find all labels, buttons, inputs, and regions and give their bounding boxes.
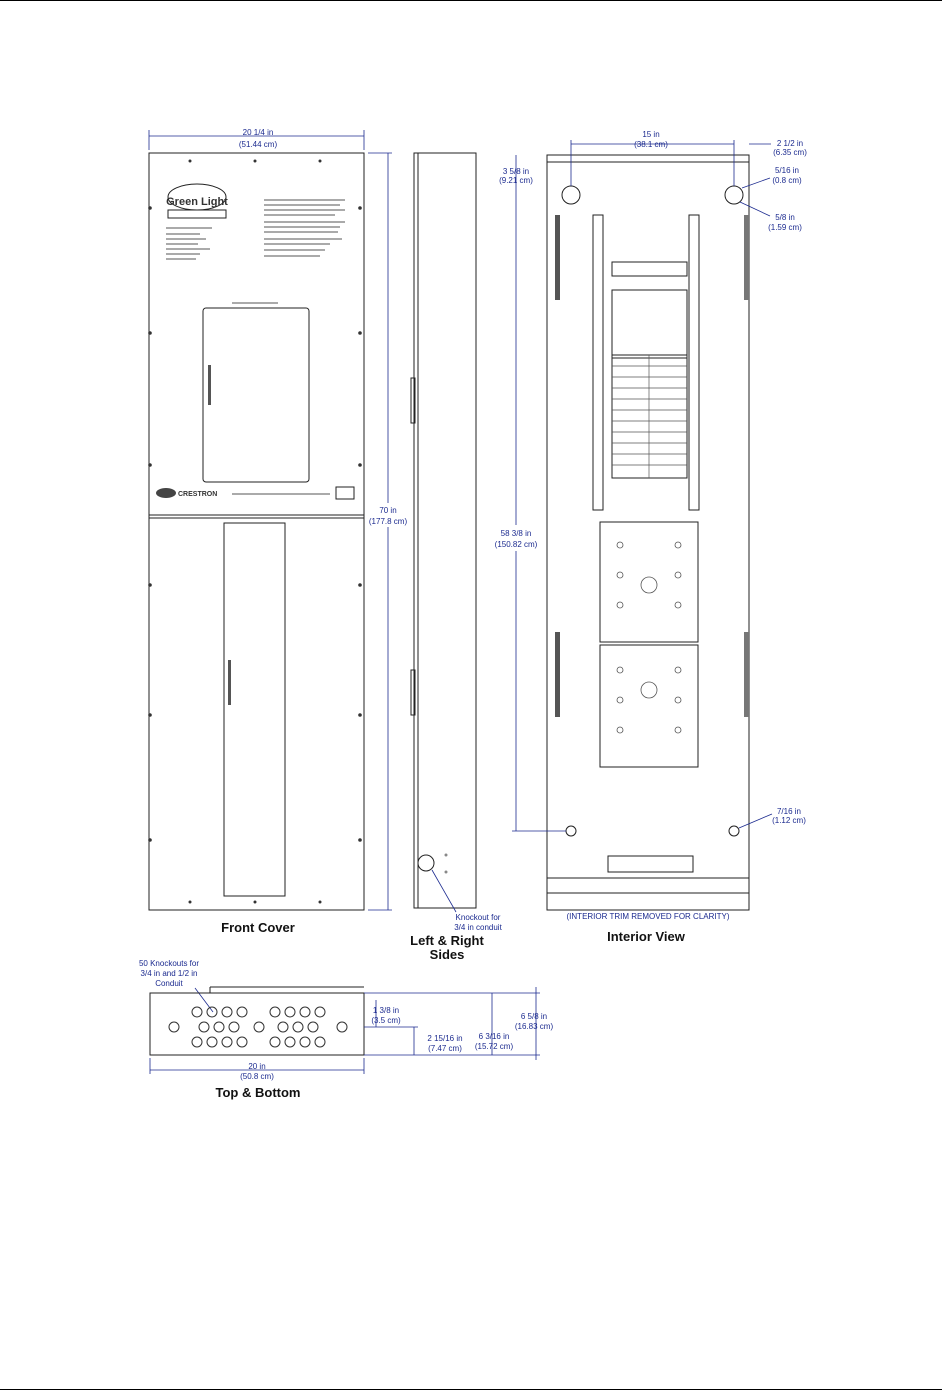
tb-dim-3: 6 3/16 in	[479, 1032, 510, 1041]
brand-text: CRESTRON	[178, 491, 217, 498]
interior-view: 15 in (38.1 cm) 2 1/2 in (6.35 cm) 3 5/8…	[486, 130, 807, 944]
knockouts-note-2: 3/4 in and 1/2 in	[141, 969, 198, 978]
front-height-dim-cm: (177.8 cm)	[369, 517, 408, 526]
knockouts-note: 50 Knockouts for	[139, 959, 199, 968]
interior-trim-note: (INTERIOR TRIM REMOVED FOR CLARITY)	[567, 912, 730, 921]
green-light-logo: Green Light	[166, 196, 228, 208]
header-rule	[0, 0, 942, 1]
front-cover-view: 20 1/4 in (51.44 cm) Green Light CRESTRO…	[148, 128, 413, 935]
interior-top-dim-cm: (38.1 cm)	[634, 140, 668, 149]
sides-view: Knockout for 3/4 in conduit Left & Right…	[410, 152, 503, 962]
tb-dim-2-cm: (7.47 cm)	[428, 1044, 462, 1053]
tb-dim-4: 6 5/8 in	[521, 1012, 547, 1021]
front-cover-caption: Front Cover	[221, 920, 295, 935]
interior-top-dim: 15 in	[642, 130, 659, 139]
tb-dim-1-cm: (3.5 cm)	[371, 1016, 401, 1025]
footer-rule	[0, 1389, 942, 1390]
side-knockout-note-2: 3/4 in conduit	[454, 923, 502, 932]
interior-left-dim: 3 5/8 in	[503, 167, 529, 176]
interior-left-dim-cm: (9.21 cm)	[499, 176, 533, 185]
front-width-dim-cm: (51.44 cm)	[239, 140, 278, 149]
tb-dim-2: 2 15/16 in	[427, 1034, 462, 1043]
tb-width-dim-cm: (50.8 cm)	[240, 1072, 274, 1081]
interior-right-dim: 2 1/2 in	[777, 139, 803, 148]
interior-hole2-dim-cm: (1.59 cm)	[768, 223, 802, 232]
interior-bottom-dim-cm: (1.12 cm)	[772, 816, 806, 825]
front-width-dim: 20 1/4 in	[243, 128, 274, 137]
sides-caption: Left & Right	[410, 933, 484, 948]
top-bottom-caption: Top & Bottom	[216, 1085, 301, 1100]
tb-dim-3-cm: (15.72 cm)	[475, 1042, 514, 1051]
interior-bottom-dim: 7/16 in	[777, 807, 801, 816]
tb-width-dim: 20 in	[248, 1062, 265, 1071]
front-height-dim: 70 in	[379, 506, 396, 515]
interior-height-dim: 58 3/8 in	[501, 529, 532, 538]
sides-caption-2: Sides	[430, 947, 465, 962]
tb-dim-4-cm: (16.83 cm)	[515, 1022, 554, 1031]
top-bottom-view: 50 Knockouts for 3/4 in and 1/2 in Condu…	[139, 959, 553, 1100]
interior-hole2-dim: 5/8 in	[775, 213, 795, 222]
interior-hole-dim: 5/16 in	[775, 166, 799, 175]
interior-right-dim-cm: (6.35 cm)	[773, 148, 807, 157]
tb-dim-1: 1 3/8 in	[373, 1006, 399, 1015]
interior-view-caption: Interior View	[607, 929, 686, 944]
side-knockout-note: Knockout for	[456, 913, 501, 922]
interior-height-dim-cm: (150.82 cm)	[495, 540, 538, 549]
interior-hole-dim-cm: (0.8 cm)	[772, 176, 802, 185]
knockouts-note-3: Conduit	[155, 979, 183, 988]
